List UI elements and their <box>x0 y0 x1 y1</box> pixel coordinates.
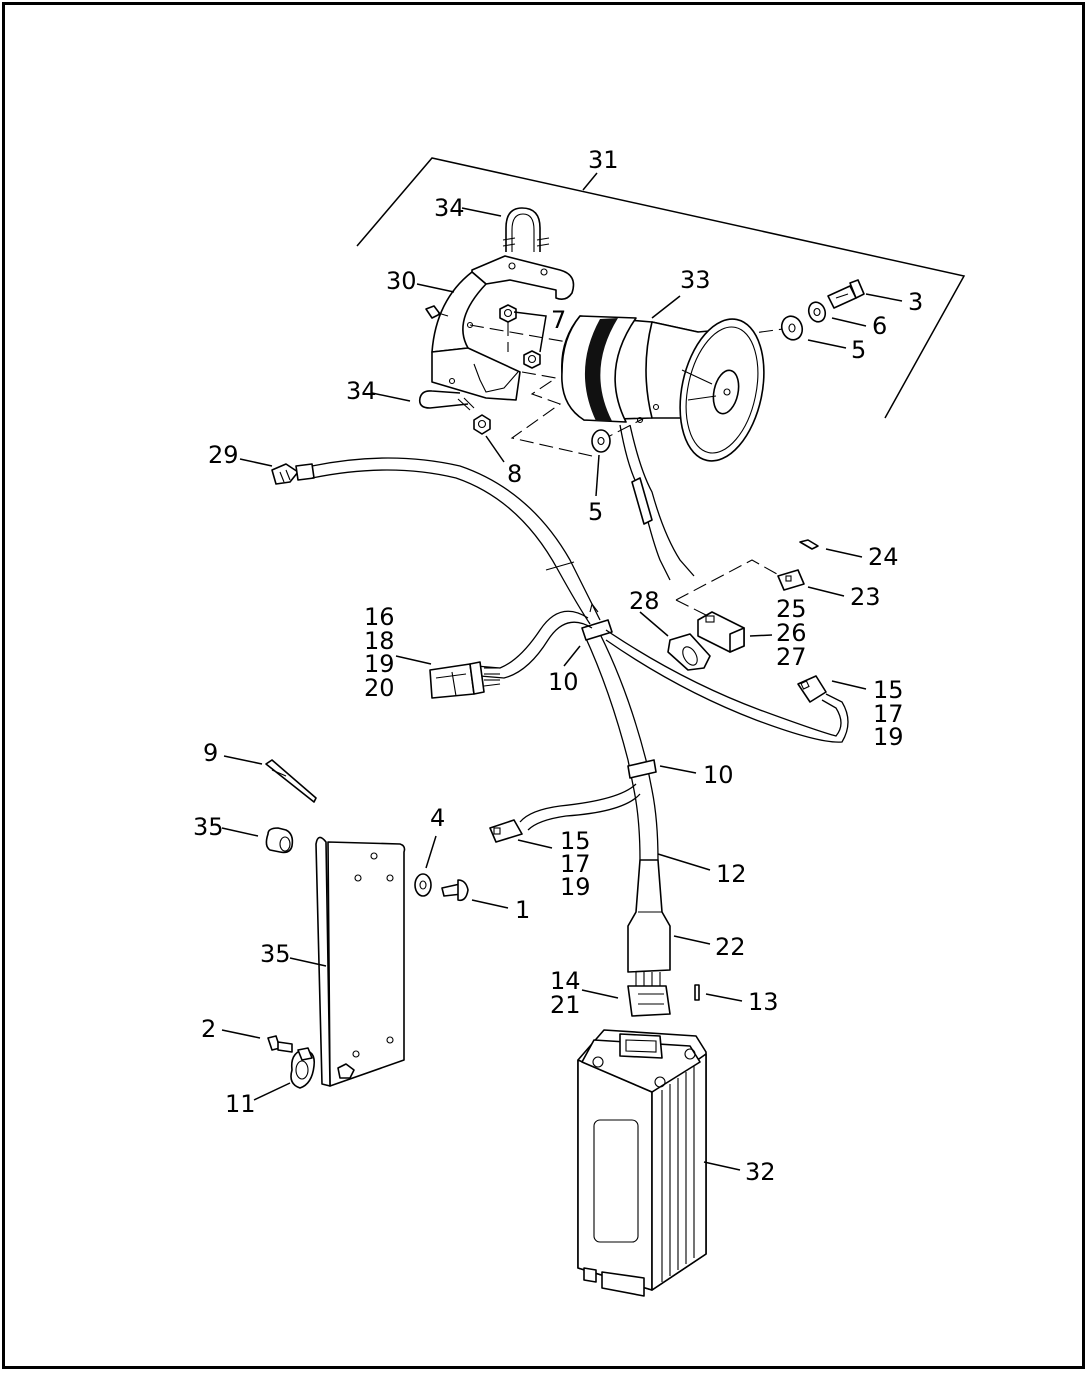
callout-6: 6 <box>872 312 887 340</box>
callout-26: 26 <box>776 619 807 647</box>
callout-17-left: 17 <box>560 850 591 878</box>
callout-9: 9 <box>203 739 218 767</box>
hex-nut-7-upper <box>499 304 517 323</box>
callout-14: 14 <box>550 967 581 995</box>
callout-34-upper: 34 <box>434 194 465 222</box>
callout-3: 3 <box>908 288 923 316</box>
mounting-plate-35 <box>315 836 406 1087</box>
siren-mount-bracket <box>431 255 575 401</box>
callout-34-lower: 34 <box>346 377 377 405</box>
bracket-screw <box>425 305 449 319</box>
connector-23 <box>777 569 805 591</box>
callout-15-left: 15 <box>560 827 591 855</box>
callout-28: 28 <box>629 587 660 615</box>
screw-2 <box>267 1035 293 1053</box>
callout-4: 4 <box>430 804 445 832</box>
callout-35-plate: 35 <box>260 940 291 968</box>
u-bolt-lower <box>418 363 519 411</box>
washer-4 <box>414 873 432 897</box>
callout-21: 21 <box>550 991 581 1019</box>
assembly-bracket-31 <box>356 157 966 419</box>
callout-32: 32 <box>745 1158 776 1186</box>
callout-31: 31 <box>588 146 619 174</box>
callout-11: 11 <box>225 1090 256 1118</box>
callout-19-right: 19 <box>873 723 904 751</box>
flat-washer-5-lower <box>591 429 611 453</box>
callout-10-lower: 10 <box>703 761 734 789</box>
flat-washer-5-upper <box>780 315 804 341</box>
connector-housing-25-27 <box>697 611 745 653</box>
callout-10-upper: 10 <box>548 668 579 696</box>
hex-nut-8 <box>473 414 491 435</box>
callout-7: 7 <box>551 306 566 334</box>
callout-20: 20 <box>364 674 395 702</box>
callout-22: 22 <box>715 933 746 961</box>
callout-5-upper: 5 <box>851 336 866 364</box>
callout-30: 30 <box>386 267 417 295</box>
siren-control-module <box>577 1029 707 1297</box>
hex-nut-7-lower <box>523 350 541 369</box>
screw-3 <box>827 279 865 309</box>
callout-13: 13 <box>748 988 779 1016</box>
cable-strap-9 <box>265 759 317 803</box>
spacer-35 <box>265 827 294 854</box>
callout-19-left: 19 <box>560 873 591 901</box>
callout-12: 12 <box>716 860 747 888</box>
callout-29: 29 <box>208 441 239 469</box>
callout-18: 18 <box>364 627 395 655</box>
callout-35-spacer: 35 <box>193 813 224 841</box>
screw-1 <box>441 879 469 902</box>
callout-27: 27 <box>776 643 807 671</box>
callout-17-right: 17 <box>873 700 904 728</box>
leader-lines <box>221 207 903 1171</box>
siren-leads <box>619 424 695 581</box>
callout-16: 16 <box>364 603 395 631</box>
siren-speaker <box>561 315 765 462</box>
lock-washer-6 <box>807 301 827 323</box>
callout-25: 25 <box>776 595 807 623</box>
rubber-boot-28 <box>667 633 711 671</box>
callout-15-right: 15 <box>873 676 904 704</box>
callout-23: 23 <box>850 583 881 611</box>
u-bolt-upper <box>502 207 550 252</box>
callout-8: 8 <box>507 460 522 488</box>
terminal-pin-24 <box>799 539 819 550</box>
callout-labels: 31 34 30 33 3 6 7 5 34 29 8 5 24 23 28 2… <box>193 146 923 1186</box>
callout-2: 2 <box>201 1015 216 1043</box>
callout-5-lower: 5 <box>588 498 603 526</box>
clamp-11 <box>290 1047 316 1089</box>
callout-33: 33 <box>680 266 711 294</box>
callout-19-connector: 19 <box>364 650 395 678</box>
callout-1: 1 <box>515 896 530 924</box>
wiring-harness <box>271 457 849 1017</box>
callout-24: 24 <box>868 543 899 571</box>
